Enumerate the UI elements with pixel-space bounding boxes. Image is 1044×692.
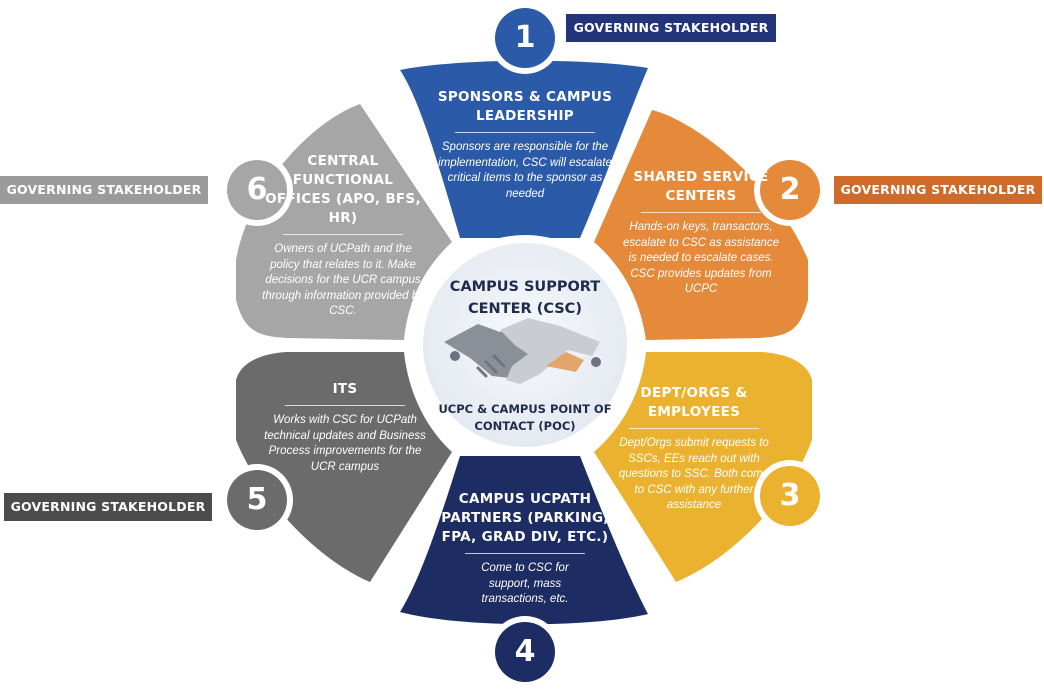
segment-6-description: Owners of UCPath and the policy that rel… [262, 243, 424, 317]
governing-stakeholder-tag-2: GOVERNING STAKEHOLDER [834, 176, 1042, 204]
badge-3 [754, 460, 826, 532]
petal-dept-orgs [594, 352, 812, 582]
segment-3-title: DEPT/ORGS & EMPLOYEES [640, 385, 748, 420]
segment-5-description: Works with CSC for UCPath technical upda… [264, 414, 426, 473]
badge-6 [221, 154, 293, 226]
petal-central-functional-offices [236, 104, 452, 340]
segment-1-title: SPONSORS & CAMPUS LEADERSHIP [437, 89, 613, 124]
segment-4-content: CAMPUS UCPATH PARTNERS (PARKING, FPA, GR… [440, 490, 610, 608]
segment-4-description: Come to CSC for support, mass transactio… [481, 562, 569, 605]
segment-3-description: Dept/Orgs submit requests to SSCs, EEs r… [618, 437, 770, 511]
badge-number-4: 4 [514, 634, 536, 669]
segment-4-divider [465, 553, 585, 554]
segment-6-title: CENTRAL FUNCTIONAL OFFICES (APO, BFS, HR… [265, 153, 421, 226]
badge-number-6: 6 [246, 172, 268, 207]
segment-1-description: Sponsors are responsible for the impleme… [438, 141, 612, 200]
governing-stakeholder-tag-1: GOVERNING STAKEHOLDER [566, 14, 776, 42]
segment-4-title: CAMPUS UCPATH PARTNERS (PARKING, FPA, GR… [441, 491, 609, 545]
segment-5-content: ITS Works with CSC for UCPath technical … [258, 380, 432, 475]
segment-1-divider [455, 132, 595, 133]
segment-6-content: CENTRAL FUNCTIONAL OFFICES (APO, BFS, HR… [262, 152, 424, 320]
segment-6-divider [283, 234, 403, 235]
segment-2-description: Hands-on keys, transactors, escalate to … [623, 221, 779, 295]
badge-1 [489, 2, 561, 74]
governing-stakeholder-tag-5: GOVERNING STAKEHOLDER [4, 493, 212, 521]
segment-2-title: SHARED SERVICE CENTERS [633, 169, 769, 204]
governing-stakeholder-tag-6: GOVERNING STAKEHOLDER [0, 176, 208, 204]
segment-2-divider [641, 212, 761, 213]
badge-number-2: 2 [779, 172, 801, 207]
badge-number-1: 1 [514, 20, 536, 55]
segment-3-divider [629, 428, 759, 429]
center-subtitle: UCPC & CAMPUS POINT OF CONTACT (POC) [438, 402, 612, 433]
segment-1-content: SPONSORS & CAMPUS LEADERSHIP Sponsors ar… [430, 88, 620, 202]
handshake-icon [444, 318, 601, 384]
segment-2-content: SHARED SERVICE CENTERS Hands-on keys, tr… [620, 168, 782, 298]
segment-3-content: DEPT/ORGS & EMPLOYEES Dept/Orgs submit r… [614, 384, 774, 514]
segment-5-divider [285, 405, 405, 406]
petal-shared-service-centers [594, 110, 808, 340]
petal-ucpath-partners [400, 456, 648, 625]
badge-5 [221, 464, 293, 536]
petal-its [236, 352, 452, 582]
center-title: CAMPUS SUPPORT CENTER (CSC) [449, 279, 601, 317]
petal-sponsors [400, 60, 648, 238]
badge-4 [489, 616, 561, 688]
badge-2 [754, 154, 826, 226]
badge-number-3: 3 [779, 478, 801, 513]
badge-number-5: 5 [246, 482, 268, 517]
segment-5-title: ITS [332, 381, 358, 397]
